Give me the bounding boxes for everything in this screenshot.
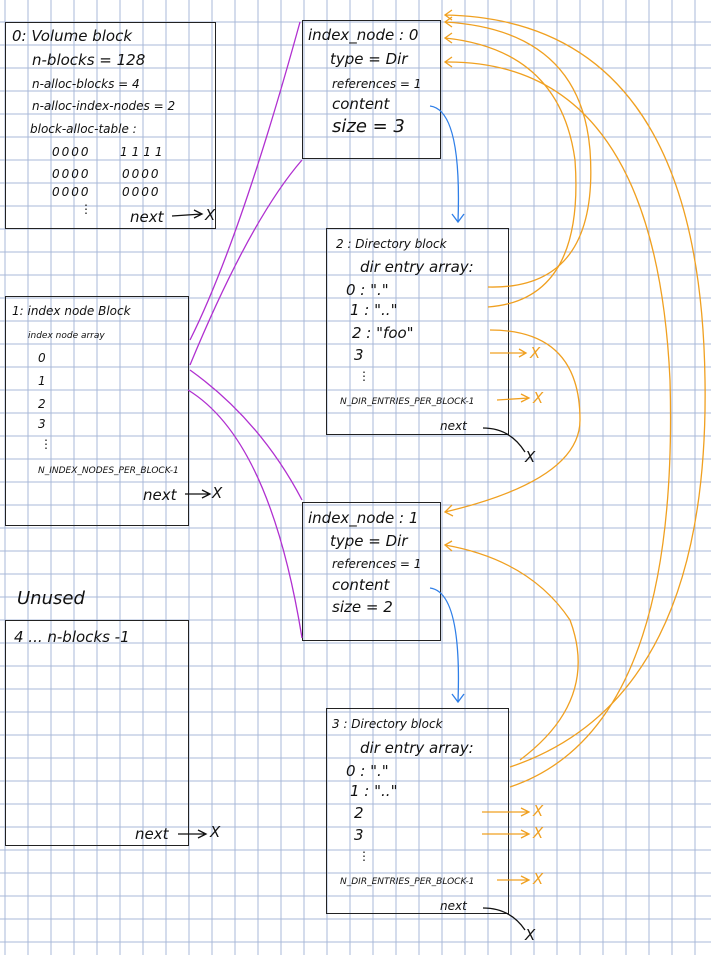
entry-arrow <box>496 393 531 403</box>
entry-arrow <box>443 540 579 761</box>
index-block-title: 1: index node Block <box>12 304 131 318</box>
n-alloc-blocks-field: n-alloc-blocks = 4 <box>32 77 140 91</box>
entry-arrow <box>443 9 706 768</box>
dir-entry: ⋮ <box>358 369 370 383</box>
entry-arrow <box>443 32 577 308</box>
index-row: 0 <box>38 351 46 365</box>
entry-arrow <box>482 807 531 817</box>
n-blocks-field: n-blocks = 128 <box>32 51 146 69</box>
dir-entry: ⋮ <box>358 849 370 863</box>
block-alloc-table-label: block-alloc-table : <box>30 122 137 136</box>
volume-block <box>5 22 216 229</box>
alloc-table-cell: 0000 <box>52 185 91 199</box>
inode-link <box>187 389 303 639</box>
dir-entry: N_DIR_ENTRIES_PER_BLOCK-1 <box>340 877 475 887</box>
inode-content: content <box>332 95 390 113</box>
next-arrow <box>171 209 204 219</box>
unused-blocks <box>5 620 189 846</box>
inode-content: content <box>332 576 390 594</box>
dir-entry-array-label: dir entry array: <box>360 258 474 276</box>
dir-entry: 3 <box>354 826 364 844</box>
inode-references: references = 1 <box>332 77 422 91</box>
index-node-block <box>5 296 189 526</box>
null-x: X <box>212 484 223 502</box>
volume-block-title: 0: Volume block <box>12 27 133 45</box>
alloc-table-cell: 0000 <box>52 167 91 181</box>
next-arrow <box>482 427 526 453</box>
index-row: 1 <box>38 374 46 388</box>
inode-id: index_node : 0 <box>308 26 419 44</box>
content-arrow <box>429 105 465 224</box>
index-row: ⋮ <box>40 437 52 451</box>
dir-entry: 1 : ".." <box>350 782 398 800</box>
dir-entry: 0 : "." <box>346 281 389 299</box>
n-alloc-index-nodes-field: n-alloc-index-nodes = 2 <box>32 99 176 113</box>
null-x: X <box>205 206 216 224</box>
inode-type: type = Dir <box>330 50 408 68</box>
null-x: X <box>533 824 544 842</box>
dir-entry: 2 : "foo" <box>352 324 414 342</box>
next-label: next <box>143 486 177 504</box>
alloc-table-cell: 0000 <box>122 185 161 199</box>
alloc-table-cell: 0000 <box>52 145 91 159</box>
directory-block-3 <box>326 708 509 914</box>
entry-arrow <box>482 829 531 839</box>
next-label: next <box>135 825 169 843</box>
null-x: X <box>533 870 544 888</box>
null-x: X <box>530 344 541 362</box>
dir-entry-array-label: dir entry array: <box>360 739 474 757</box>
alloc-table-cell: 1111 <box>120 145 167 159</box>
content-arrow <box>429 587 465 704</box>
next-arrow <box>482 907 526 931</box>
dir-entry-arrows <box>443 9 706 885</box>
inode-link <box>189 369 303 501</box>
next-label: next <box>440 419 467 433</box>
dir-block-title: 3 : Directory block <box>332 717 443 731</box>
null-x: X <box>525 926 536 944</box>
dir-entry: 3 <box>354 346 364 364</box>
entry-arrow <box>443 16 592 288</box>
index-node-links <box>187 21 303 639</box>
ellipsis: ⋮ <box>80 202 92 216</box>
index-node-array-label: index node array <box>28 331 105 341</box>
next-label: next <box>440 899 467 913</box>
index-node-1 <box>302 502 441 641</box>
inode-id: index_node : 1 <box>308 509 419 527</box>
index-node-0 <box>302 20 441 159</box>
null-x: X <box>533 802 544 820</box>
inode-link <box>189 159 303 366</box>
inode-link <box>189 21 301 341</box>
unused-range: 4 ... n-blocks -1 <box>14 628 130 646</box>
inode-size: size = 3 <box>332 116 405 137</box>
null-x: X <box>525 448 536 466</box>
dir-entry: 0 : "." <box>346 762 389 780</box>
unused-label: Unused <box>17 588 85 609</box>
dir-block-title: 2 : Directory block <box>336 237 447 251</box>
dir-entry: 1 : ".." <box>350 301 398 319</box>
dir-entry: N_DIR_ENTRIES_PER_BLOCK-1 <box>340 397 475 407</box>
alloc-table-cell: 0000 <box>122 167 161 181</box>
entry-arrow <box>443 56 672 788</box>
index-row: 3 <box>38 417 46 431</box>
inode-references: references = 1 <box>332 557 422 571</box>
next-arrow <box>185 489 212 499</box>
entry-arrow <box>443 329 581 517</box>
inode-type: type = Dir <box>330 532 408 550</box>
content-arrows <box>429 105 465 704</box>
index-row: N_INDEX_NODES_PER_BLOCK-1 <box>38 466 179 476</box>
dir-entry: 2 <box>354 804 364 822</box>
entry-arrow <box>497 875 531 885</box>
index-row: 2 <box>38 397 46 411</box>
null-x: X <box>210 823 221 841</box>
next-arrow <box>178 829 208 839</box>
inode-size: size = 2 <box>332 598 393 616</box>
entry-arrow <box>490 348 528 358</box>
null-x: X <box>533 389 544 407</box>
next-label: next <box>130 208 164 226</box>
next-arrows <box>171 209 526 931</box>
